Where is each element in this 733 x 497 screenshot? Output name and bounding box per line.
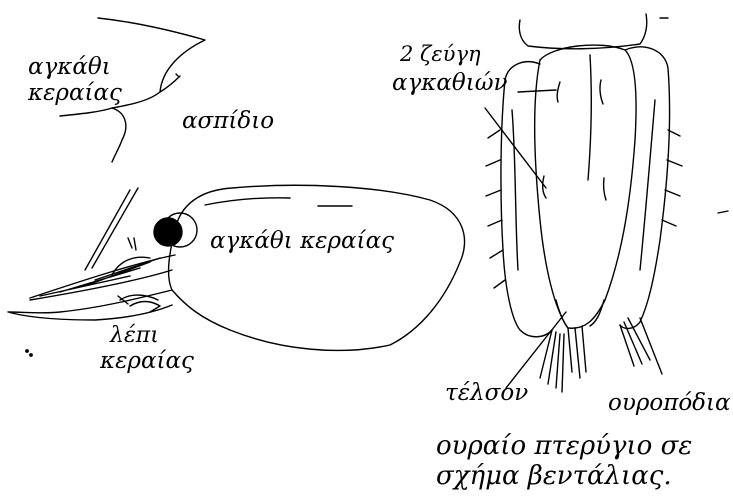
rostral-spine-label-bottom: κεραίας bbox=[28, 82, 122, 105]
antenna-scale bbox=[8, 290, 172, 320]
stray-dot-2 bbox=[30, 354, 32, 356]
tail-fan-drawing bbox=[486, 14, 728, 392]
dorsal-spine-2 bbox=[600, 80, 603, 104]
right-uropod bbox=[620, 47, 670, 329]
antennal-scale-label-bottom: κεραίας bbox=[100, 350, 194, 373]
leader-spines-1 bbox=[518, 90, 556, 92]
left-uropod bbox=[501, 62, 552, 337]
stray-dot bbox=[26, 350, 28, 352]
antenna-flagellum bbox=[85, 188, 138, 270]
rostrum-upper bbox=[30, 255, 175, 298]
spine-pairs-label-top: 2 ζεύγη bbox=[400, 44, 481, 65]
last-segment-outline bbox=[519, 14, 646, 49]
carapace-outline bbox=[169, 185, 465, 350]
dash-right bbox=[718, 211, 728, 213]
tail-fan-label-top: ουραίο πτερύγιο σε bbox=[436, 433, 692, 459]
carapace-label: ασπίδιο bbox=[182, 110, 274, 133]
left-setae bbox=[486, 130, 505, 288]
carapace-top-line bbox=[205, 198, 290, 205]
telson-label: τέλσον bbox=[445, 382, 528, 405]
right-uropod-ridge bbox=[640, 100, 655, 270]
uropods-label: ουροπόδια bbox=[608, 392, 731, 415]
spine-hatch bbox=[128, 238, 136, 250]
antennal-spine-label: αγκάθι κεραίας bbox=[210, 230, 394, 253]
head-side-view-drawing bbox=[8, 185, 465, 356]
carapace-detail-tick bbox=[176, 74, 178, 76]
tail-spines-right bbox=[620, 318, 650, 366]
spine-pairs-label-bottom: αγκαθιών bbox=[392, 72, 508, 95]
antennule-lines bbox=[40, 258, 160, 296]
dorsal-spine-4 bbox=[604, 178, 606, 200]
right-setae bbox=[662, 130, 682, 226]
telson-tip-spines bbox=[568, 326, 586, 378]
antennal-scale-label-top: λέπι bbox=[110, 325, 159, 347]
telson-midline bbox=[588, 55, 591, 180]
left-uropod-ridge bbox=[512, 110, 518, 270]
telson-body bbox=[535, 45, 636, 328]
tail-fan-label-bottom: σχήμα βεντάλιας. bbox=[436, 463, 672, 489]
dorsal-spine-1 bbox=[557, 82, 560, 102]
carapace-detail-spine bbox=[112, 108, 126, 162]
rostral-spine-label-top: αγκάθι bbox=[28, 56, 111, 79]
